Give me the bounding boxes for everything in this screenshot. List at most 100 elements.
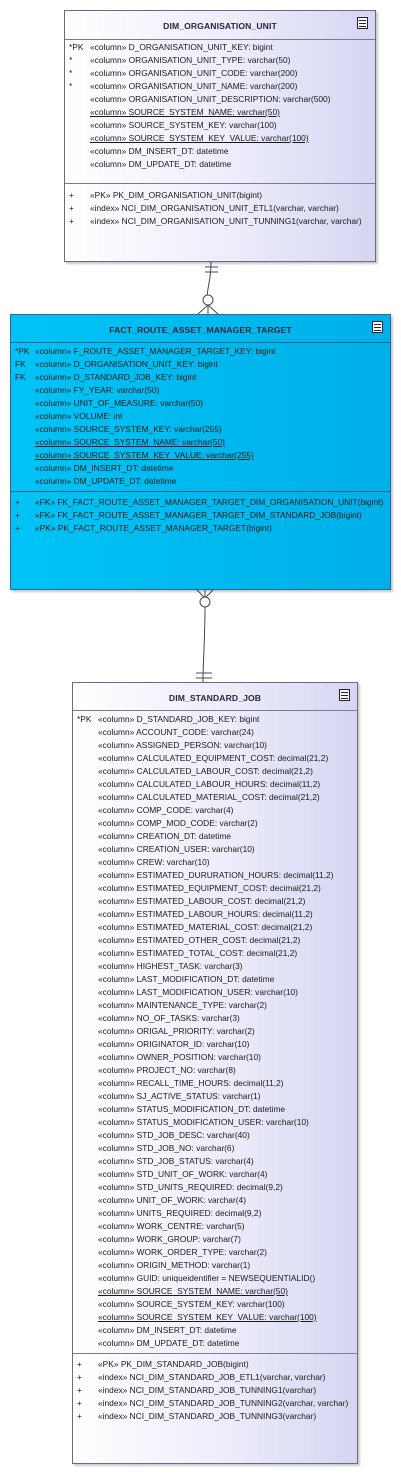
column-row[interactable]: «column» SOURCE_SYSTEM_KEY_VALUE: varcha… xyxy=(65,132,375,145)
column-row[interactable]: *«column» ORGANISATION_UNIT_CODE: varcha… xyxy=(65,67,375,80)
column-row[interactable]: «column» COMP_CODE: varchar(4) xyxy=(73,804,357,817)
column-text: «column» RECALL_TIME_HOURS: decimal(11,2… xyxy=(98,1078,284,1088)
column-row[interactable]: «column» ESTIMATED_TOTAL_COST: decimal(2… xyxy=(73,947,357,960)
column-row[interactable]: «column» LAST_MODIFICATION_DT: datetime xyxy=(73,973,357,986)
column-row[interactable]: «column» STATUS_MODIFICATION_DT: datetim… xyxy=(73,1103,357,1116)
column-row[interactable]: «column» MAINTENANCE_TYPE: varchar(2) xyxy=(73,999,357,1012)
column-row[interactable]: *PK«column» D_STANDARD_JOB_KEY: bigint xyxy=(73,713,357,726)
column-row[interactable]: «column» COMP_MOD_CODE: varchar(2) xyxy=(73,817,357,830)
column-text: «column» SOURCE_SYSTEM_KEY_VALUE: varcha… xyxy=(90,133,309,143)
column-row[interactable]: «column» UNIT_OF_MEASURE: varchar(50) xyxy=(11,397,390,410)
column-row[interactable]: «column» GUID: uniqueidentifier = NEWSEQ… xyxy=(73,1272,357,1285)
column-row[interactable]: «column» SJ_ACTIVE_STATUS: varchar(1) xyxy=(73,1090,357,1103)
operation-row[interactable]: +«FK» FK_FACT_ROUTE_ASSET_MANAGER_TARGET… xyxy=(11,496,390,509)
column-row[interactable]: «column» STD_UNITS_REQUIRED: decimal(9,2… xyxy=(73,1181,357,1194)
column-row[interactable]: *PK«column» F_ROUTE_ASSET_MANAGER_TARGET… xyxy=(11,345,390,358)
operation-row[interactable]: +«index» NCI_DIM_STANDARD_JOB_TUNNING3(v… xyxy=(73,1410,357,1423)
column-text: «column» SOURCE_SYSTEM_KEY_VALUE: varcha… xyxy=(35,450,254,460)
column-row[interactable]: «column» NO_OF_TASKS: varchar(3) xyxy=(73,1012,357,1025)
column-row[interactable]: «column» RECALL_TIME_HOURS: decimal(11,2… xyxy=(73,1077,357,1090)
column-row[interactable]: «column» ESTIMATED_EQUIPMENT_COST: decim… xyxy=(73,882,357,895)
column-row[interactable]: «column» HIGHEST_TASK: varchar(3) xyxy=(73,960,357,973)
column-row[interactable]: «column» CREATION_USER: varchar(10) xyxy=(73,843,357,856)
column-row[interactable]: «column» SOURCE_SYSTEM_KEY: varchar(100) xyxy=(73,1298,357,1311)
column-row[interactable]: «column» DM_INSERT_DT: datetime xyxy=(73,1324,357,1337)
column-row[interactable]: «column» SOURCE_SYSTEM_KEY: varchar(100) xyxy=(65,119,375,132)
column-row[interactable]: «column» OWNER_POSITION: varchar(10) xyxy=(73,1051,357,1064)
column-row[interactable]: «column» SOURCE_SYSTEM_KEY: varchar(255) xyxy=(11,423,390,436)
relationship-org-to-fact xyxy=(197,261,219,315)
column-row[interactable]: «column» WORK_GROUP: varchar(7) xyxy=(73,1233,357,1246)
column-row[interactable]: «column» CALCULATED_EQUIPMENT_COST: deci… xyxy=(73,752,357,765)
column-row[interactable]: «column» DM_UPDATE_DT: datetime xyxy=(73,1337,357,1350)
column-row[interactable]: «column» ORGANISATION_UNIT_DESCRIPTION: … xyxy=(65,93,375,106)
column-text: «column» NO_OF_TASKS: varchar(3) xyxy=(98,1013,240,1023)
column-row[interactable]: «column» CALCULATED_LABOUR_COST: decimal… xyxy=(73,765,357,778)
column-row[interactable]: *PK«column» D_ORGANISATION_UNIT_KEY: big… xyxy=(65,41,375,54)
column-row[interactable]: «column» SOURCE_SYSTEM_KEY_VALUE: varcha… xyxy=(73,1311,357,1324)
column-row[interactable]: «column» CREATION_DT: datetime xyxy=(73,830,357,843)
column-row[interactable]: *«column» ORGANISATION_UNIT_NAME: varcha… xyxy=(65,80,375,93)
column-row[interactable]: *«column» ORGANISATION_UNIT_TYPE: varcha… xyxy=(65,54,375,67)
column-row[interactable]: «column» CREW: varchar(10) xyxy=(73,856,357,869)
column-row[interactable]: «column» ACCOUNT_CODE: varchar(24) xyxy=(73,726,357,739)
column-row[interactable]: «column» SOURCE_SYSTEM_NAME: varchar(50) xyxy=(65,106,375,119)
column-row[interactable]: «column» SOURCE_SYSTEM_NAME: varchar(50) xyxy=(73,1285,357,1298)
title-separator xyxy=(65,39,375,40)
column-row[interactable]: «column» STD_JOB_NO: varchar(6) xyxy=(73,1142,357,1155)
column-text: «column» STD_JOB_DESC: varchar(40) xyxy=(98,1130,250,1140)
column-row[interactable]: «column» DM_UPDATE_DT: datetime xyxy=(65,158,375,171)
operation-row[interactable]: +«index» NCI_DIM_ORGANISATION_UNIT_ETL1(… xyxy=(65,202,375,215)
entity-dim-organisation-unit[interactable]: DIM_ORGANISATION_UNIT *PK«column» D_ORGA… xyxy=(64,10,376,262)
entity-dim-standard-job[interactable]: DIM_STANDARD_JOB *PK«column» D_STANDARD_… xyxy=(72,682,358,1464)
column-row[interactable]: «column» ESTIMATED_LABOUR_COST: decimal(… xyxy=(73,895,357,908)
operation-row[interactable]: +«PK» PK_DIM_ORGANISATION_UNIT(bigint) xyxy=(65,189,375,202)
column-row[interactable]: «column» STD_JOB_STATUS: varchar(4) xyxy=(73,1155,357,1168)
operation-row[interactable]: +«index» NCI_DIM_STANDARD_JOB_ETL1(varch… xyxy=(73,1371,357,1384)
column-row[interactable]: «column» SOURCE_SYSTEM_NAME: varchar(50) xyxy=(11,436,390,449)
column-row[interactable]: «column» WORK_ORDER_TYPE: varchar(2) xyxy=(73,1246,357,1259)
column-text: «column» LAST_MODIFICATION_DT: datetime xyxy=(98,974,275,984)
column-row[interactable]: «column» CALCULATED_MATERIAL_COST: decim… xyxy=(73,791,357,804)
column-row[interactable]: «column» UNIT_OF_WORK: varchar(4) xyxy=(73,1194,357,1207)
key-marker: *PK xyxy=(77,714,92,724)
operation-row[interactable]: +«index» NCI_DIM_ORGANISATION_UNIT_TUNNI… xyxy=(65,215,375,228)
operation-row[interactable]: +«FK» FK_FACT_ROUTE_ASSET_MANAGER_TARGET… xyxy=(11,509,390,522)
entity-title: DIM_ORGANISATION_UNIT xyxy=(163,21,277,31)
column-row[interactable]: «column» VOLUME: int xyxy=(11,410,390,423)
column-row[interactable]: «column» LAST_MODIFICATION_USER: varchar… xyxy=(73,986,357,999)
column-row[interactable]: «column» ESTIMATED_MATERIAL_COST: decima… xyxy=(73,921,357,934)
column-row[interactable]: «column» ESTIMATED_DURURATION_HOURS: dec… xyxy=(73,869,357,882)
column-row[interactable]: «column» DM_INSERT_DT: datetime xyxy=(65,145,375,158)
column-row[interactable]: FK«column» D_STANDARD_JOB_KEY: bigint xyxy=(11,371,390,384)
operation-row[interactable]: +«index» NCI_DIM_STANDARD_JOB_TUNNING1(v… xyxy=(73,1384,357,1397)
column-row[interactable]: «column» UNITS_REQUIRED: decimal(9,2) xyxy=(73,1207,357,1220)
column-text: «column» DM_UPDATE_DT: datetime xyxy=(35,476,177,486)
operation-row[interactable]: +«PK» PK_DIM_STANDARD_JOB(bigint) xyxy=(73,1358,357,1371)
column-row[interactable]: «column» STD_JOB_DESC: varchar(40) xyxy=(73,1129,357,1142)
operation-row[interactable]: +«PK» PK_FACT_ROUTE_ASSET_MANAGER_TARGET… xyxy=(11,522,390,535)
column-row[interactable]: «column» ESTIMATED_LABOUR_HOURS: decimal… xyxy=(73,908,357,921)
column-row[interactable]: «column» ASSIGNED_PERSON: varchar(10) xyxy=(73,739,357,752)
operation-row[interactable]: +«index» NCI_DIM_STANDARD_JOB_TUNNING2(v… xyxy=(73,1397,357,1410)
column-row[interactable]: «column» PROJECT_NO: varchar(8) xyxy=(73,1064,357,1077)
column-text: «column» STD_UNITS_REQUIRED: decimal(9,2… xyxy=(98,1182,283,1192)
column-row[interactable]: «column» ORIGIN_METHOD: varchar(1) xyxy=(73,1259,357,1272)
column-row[interactable]: «column» CALCULATED_LABOUR_HOURS: decima… xyxy=(73,778,357,791)
key-marker: * xyxy=(69,55,73,65)
column-text: «column» STD_JOB_STATUS: varchar(4) xyxy=(98,1156,254,1166)
column-row[interactable]: «column» DM_UPDATE_DT: datetime xyxy=(11,475,390,488)
column-text: «column» GUID: uniqueidentifier = NEWSEQ… xyxy=(98,1273,316,1283)
column-row[interactable]: «column» ESTIMATED_OTHER_COST: decimal(2… xyxy=(73,934,357,947)
entity-fact-route-asset-manager-target[interactable]: FACT_ROUTE_ASSET_MANAGER_TARGET *PK«colu… xyxy=(10,314,391,590)
column-row[interactable]: «column» FY_YEAR: varchar(50) xyxy=(11,384,390,397)
column-row[interactable]: «column» ORIGAL_PRIORITY: varchar(2) xyxy=(73,1025,357,1038)
column-row[interactable]: «column» DM_INSERT_DT: datetime xyxy=(11,462,390,475)
column-row[interactable]: «column» STATUS_MODIFICATION_USER: varch… xyxy=(73,1116,357,1129)
column-row[interactable]: «column» WORK_CENTRE: varchar(5) xyxy=(73,1220,357,1233)
column-row[interactable]: FK«column» D_ORGANISATION_UNIT_KEY: bigi… xyxy=(11,358,390,371)
key-marker: * xyxy=(69,68,73,78)
column-row[interactable]: «column» ORIGINATOR_ID: varchar(10) xyxy=(73,1038,357,1051)
column-row[interactable]: «column» STD_UNIT_OF_WORK: varchar(4) xyxy=(73,1168,357,1181)
column-row[interactable]: «column» SOURCE_SYSTEM_KEY_VALUE: varcha… xyxy=(11,449,390,462)
